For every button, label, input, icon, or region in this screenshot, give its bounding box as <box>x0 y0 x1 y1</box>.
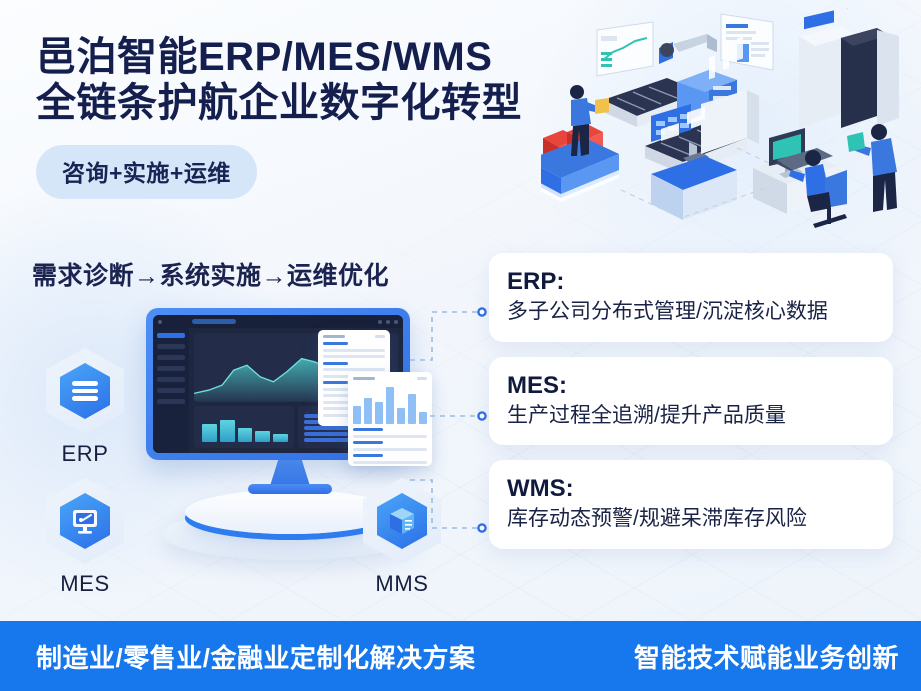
screen-sidebar <box>153 328 189 453</box>
sidebar-row <box>157 355 185 360</box>
connector-dot-wms <box>477 523 487 533</box>
scene-dashboard-panel <box>596 21 654 77</box>
sidebar-row <box>157 399 185 404</box>
module-mms[interactable]: MMS <box>363 478 441 597</box>
connector-dot-mes <box>477 411 487 421</box>
process-flow-text: 需求诊断→系统实施→运维优化 <box>32 262 390 290</box>
module-label-mes: MES <box>60 571 110 596</box>
topbar-dot <box>378 319 382 324</box>
topbar-actions <box>378 319 398 324</box>
sidebar-row-active <box>157 333 185 338</box>
module-erp[interactable]: ERP <box>46 348 124 467</box>
scene-worker-tablet <box>847 124 897 212</box>
connector-dot-erp <box>477 307 487 317</box>
bottom-banner: 制造业/零售业/金融业定制化解决方案 智能技术赋能业务创新 <box>0 621 921 691</box>
monitor-stand <box>270 458 310 486</box>
banner-text-right: 智能技术赋能业务创新 <box>634 642 900 673</box>
title-line-1: 邑泊智能ERP/MES/WMS <box>36 35 493 79</box>
connector-wms <box>410 479 480 529</box>
banner-text-left: 制造业/零售业/金融业定制化解决方案 <box>36 642 476 673</box>
info-card-list: ERP: 多子公司分布式管理/沉淀核心数据 MES: 生产过程全追溯/提升产品质… <box>489 253 893 564</box>
info-card-desc: 生产过程全追溯/提升产品质量 <box>507 403 786 427</box>
mes-hex-wrap <box>46 478 124 564</box>
erp-hex-wrap <box>46 348 124 434</box>
info-card-desc: 库存动态预警/规避呆滞库存风险 <box>507 507 807 531</box>
card-connector-lines <box>410 250 520 580</box>
headline-block: 邑泊智能ERP/MES/WMS 全链条护航企业数字化转型 咨询+实施+运维 <box>36 34 522 199</box>
module-label-erp: ERP <box>61 441 109 466</box>
sidebar-row <box>157 366 185 371</box>
info-card-desc: 多子公司分布式管理/沉淀核心数据 <box>507 300 828 324</box>
scene-robot-arm <box>659 34 717 64</box>
title-line-2: 全链条护航企业数字化转型 <box>36 81 522 126</box>
screen-topbar <box>153 315 403 328</box>
info-card-title: MES: <box>507 371 567 399</box>
page-title: 邑泊智能ERP/MES/WMS 全链条护航企业数字化转型 <box>36 34 522 127</box>
sidebar-row <box>157 344 185 349</box>
topbar-dot <box>394 319 398 324</box>
info-card-mes[interactable]: MES: 生产过程全追溯/提升产品质量 <box>489 356 893 446</box>
info-card-title: ERP: <box>507 268 565 295</box>
widget-bar-chart <box>194 406 294 448</box>
info-card-wms[interactable]: WMS: 库存动态预警/规避呆滞库存风险 <box>489 460 893 549</box>
scene-server-rack <box>799 0 899 128</box>
isometric-factory-illustration <box>527 0 921 238</box>
topbar-search-pill <box>192 319 236 324</box>
module-label-mms: MMS <box>375 571 429 596</box>
mms-hex-wrap <box>363 478 441 564</box>
info-card-title: WMS: <box>507 475 574 503</box>
monitor-stand-foot <box>248 484 332 494</box>
topbar-dot <box>386 319 390 324</box>
topbar-logo-dot <box>158 319 162 324</box>
service-pill-badge: 咨询+实施+运维 <box>36 144 257 199</box>
sidebar-row <box>157 388 185 393</box>
floating-bar-card <box>348 372 432 466</box>
connector-erp <box>410 311 480 361</box>
sidebar-row <box>157 377 185 382</box>
module-mes[interactable]: MES <box>46 478 124 597</box>
info-card-erp[interactable]: ERP: 多子公司分布式管理/沉淀核心数据 <box>489 253 893 342</box>
